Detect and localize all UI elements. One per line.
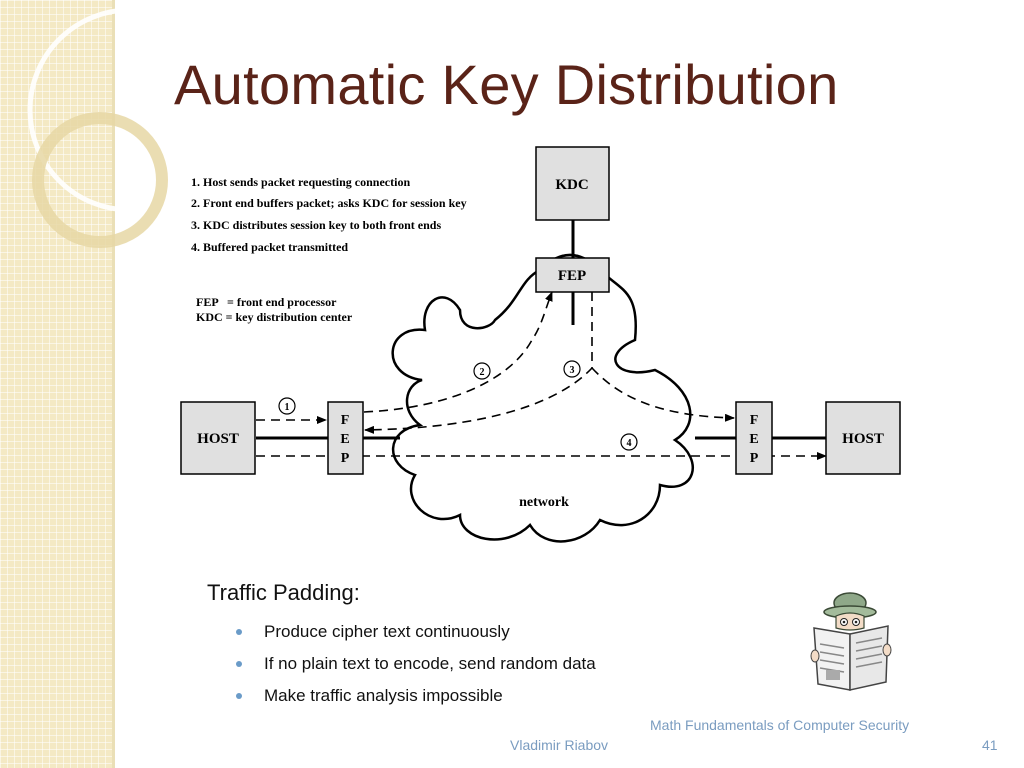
bullet-text: If no plain text to encode, send random …	[264, 654, 596, 673]
footer-course-title: Math Fundamentals of Computer Security	[650, 717, 910, 733]
left-host-label: HOST	[197, 431, 239, 447]
step-4-text: 4. Buffered packet transmitted	[191, 240, 348, 254]
step-3-text: 3. KDC distributes session key to both f…	[191, 218, 441, 232]
bullet-dot	[236, 693, 242, 699]
left-host-box	[180, 401, 256, 475]
step-2-text: 2. Front end buffers packet; asks KDC fo…	[191, 196, 467, 210]
decorative-side-strip	[0, 0, 112, 768]
marker-3-label: 3	[570, 365, 575, 376]
flow-2-fep-to-kdc	[363, 291, 553, 413]
step-1-text: 1. Host sends packet requesting connecti…	[191, 175, 410, 189]
right-fep-letter-p: P	[750, 451, 759, 466]
marker-1-circle	[278, 397, 296, 415]
network-cloud	[391, 253, 694, 543]
kdc-fep-label: FEP	[558, 268, 586, 284]
marker-4-circle	[620, 433, 638, 451]
left-fep-letter-f: F	[341, 413, 350, 428]
traffic-padding-list: Produce cipher text continuously If no p…	[236, 620, 596, 716]
bullet-dot	[236, 661, 242, 667]
legend-fep: FEP = front end processor	[196, 295, 337, 309]
side-strip-edge	[112, 0, 115, 768]
key-distribution-diagram: 1. Host sends packet requesting connecti…	[180, 146, 901, 543]
legend-kdc: KDC = key distribution center	[196, 310, 353, 324]
bullet-dot	[236, 629, 242, 635]
kdc-box	[535, 146, 610, 221]
traffic-padding-heading: Traffic Padding:	[207, 580, 360, 605]
right-fep-box	[735, 401, 773, 475]
right-fep-letter-f: F	[750, 413, 759, 428]
footer-author: Vladimir Riabov	[510, 737, 609, 753]
marker-4-label: 4	[627, 438, 632, 449]
list-item: If no plain text to encode, send random …	[236, 652, 596, 684]
left-fep-letter-p: P	[341, 451, 350, 466]
list-item: Make traffic analysis impossible	[236, 684, 596, 716]
left-fep-letter-e: E	[340, 432, 349, 447]
list-item: Produce cipher text continuously	[236, 620, 596, 652]
marker-1-label: 1	[285, 402, 290, 413]
marker-2-circle	[473, 362, 491, 380]
flow-3-kdc-to-right-fep	[591, 367, 735, 422]
slide-title: Automatic Key Distribution	[174, 53, 839, 116]
marker-3-circle	[563, 360, 581, 378]
network-label: network	[519, 495, 569, 510]
bullet-text: Make traffic analysis impossible	[264, 686, 503, 705]
spy-reading-newspaper-icon	[810, 592, 892, 691]
marker-2-label: 2	[480, 367, 485, 378]
left-fep-box	[327, 401, 364, 475]
bullet-text: Produce cipher text continuously	[264, 622, 510, 641]
kdc-label: KDC	[555, 177, 588, 193]
right-host-box	[825, 401, 901, 475]
kdc-fep-box	[535, 257, 610, 293]
right-host-label: HOST	[842, 431, 884, 447]
diagram-legend: FEP = front end processor KDC = key dist…	[196, 295, 353, 324]
right-fep-letter-e: E	[749, 432, 758, 447]
step-list: 1. Host sends packet requesting connecti…	[191, 175, 467, 254]
page-number: 41	[982, 737, 998, 753]
decorative-rings	[27, 7, 233, 248]
